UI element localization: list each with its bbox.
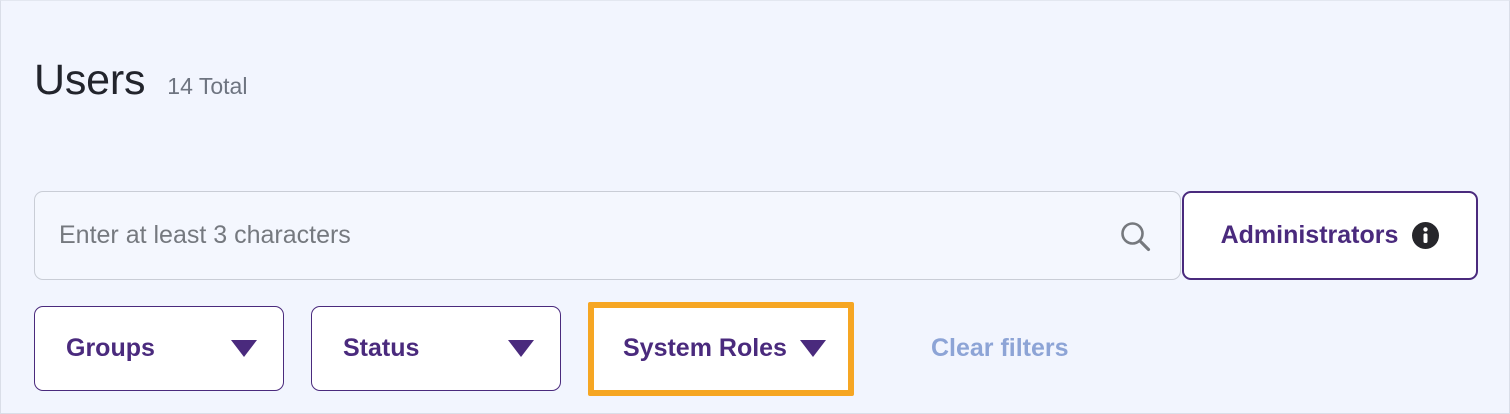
chevron-down-icon — [508, 340, 534, 357]
filter-groups-button[interactable]: Groups — [34, 306, 284, 391]
clear-filters-link[interactable]: Clear filters — [930, 334, 1069, 362]
search-box[interactable] — [34, 191, 1181, 280]
page-title: Users — [34, 56, 146, 104]
search-icon[interactable] — [1118, 219, 1152, 253]
user-total-count: 14 Total — [167, 73, 248, 99]
filter-groups-label: Groups — [66, 334, 155, 362]
page-header: Users 14 Total — [34, 59, 247, 102]
search-input[interactable] — [59, 221, 1118, 250]
filter-status-label: Status — [343, 334, 420, 362]
administrators-button[interactable]: Administrators — [1182, 191, 1478, 280]
filter-system-roles-label: System Roles — [623, 334, 787, 362]
filter-status-button[interactable]: Status — [311, 306, 561, 391]
chevron-down-icon — [799, 340, 826, 357]
filter-system-roles-highlight[interactable]: System Roles — [588, 301, 854, 396]
administrators-button-label: Administrators — [1220, 221, 1399, 249]
filter-system-roles-button[interactable]: System Roles — [594, 307, 848, 390]
filter-row: Groups Status System Roles Clear filters — [34, 301, 1069, 396]
search-row: Administrators — [34, 191, 1478, 280]
info-icon[interactable] — [1412, 222, 1440, 249]
chevron-down-icon — [231, 340, 257, 357]
